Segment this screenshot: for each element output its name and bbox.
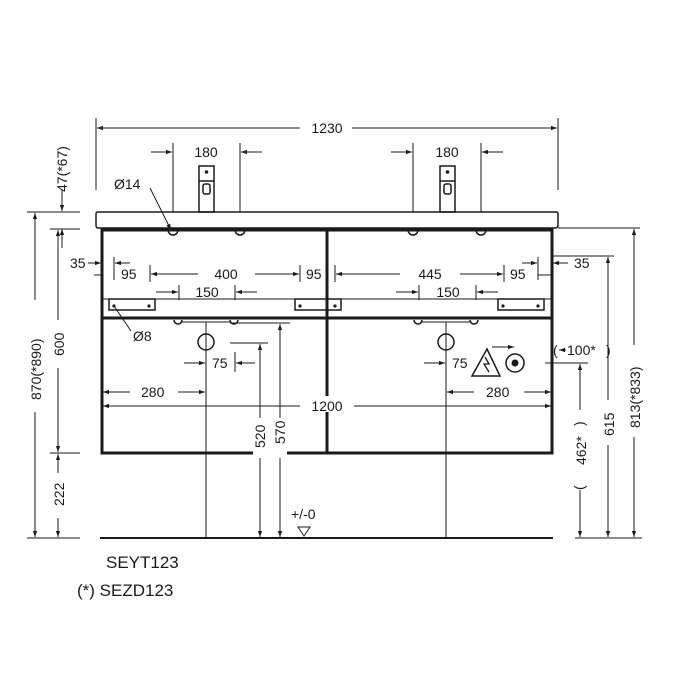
- socket-offset-label: 100*: [567, 342, 596, 358]
- dim-drain-heights: 520 570: [230, 322, 290, 537]
- fixing-hole-callout: Ø8: [113, 305, 152, 344]
- dim-bracket-spacing-right: 150: [396, 284, 498, 300]
- tap-hole-callout: Ø14: [114, 176, 172, 231]
- dim-drain-offset-right: 75: [424, 355, 468, 371]
- svg-text:): ): [571, 421, 587, 426]
- bracket-offset-left-a-label: 95: [121, 266, 137, 282]
- dim-cabinet-height: 600: [50, 228, 80, 454]
- drain-height-b-label: 570: [272, 420, 288, 444]
- bracket-offset-left-b-label: 95: [306, 266, 322, 282]
- floor-level-label: +/-0: [291, 506, 316, 522]
- dim-tap-spacing-right: 180: [391, 143, 503, 212]
- bracket-spacing-left-label: 150: [195, 284, 219, 300]
- fixing-hole-diameter-label: Ø8: [133, 328, 152, 344]
- model-primary-label: SEYT123: [106, 553, 179, 572]
- dim-leg-clearance: 222: [51, 454, 67, 537]
- dim-socket-offset: ( 100* ): [553, 342, 611, 358]
- dim-813-label: 813(*833): [627, 367, 643, 429]
- dim-tap-spacing-left: 180: [151, 143, 262, 212]
- dim-drain-to-edge-right: 280: [447, 384, 551, 400]
- dim-bracket-row-right: 445 95 35: [336, 255, 590, 282]
- cabinet-width-label: 1200: [311, 398, 342, 414]
- tap-hole-diameter-label: Ø14: [114, 176, 141, 192]
- dim-bracket-row-left: 35 95 400 95: [70, 255, 336, 282]
- countertop-height-label: 47(*67): [54, 146, 70, 192]
- model-alternate-label: (*) SEZD123: [77, 581, 173, 600]
- floor-level-marker: +/-0: [291, 506, 316, 537]
- dim-drain-to-edge-left: 280: [103, 384, 205, 400]
- cabinet-height-label: 600: [51, 332, 67, 356]
- dim-615-label: 615: [601, 412, 617, 436]
- electrical-warning-icon: [470, 344, 514, 377]
- drain-height-a-label: 520: [252, 424, 268, 448]
- leg-clearance-label: 222: [51, 482, 67, 506]
- tap-spacing-right-label: 180: [435, 144, 459, 160]
- drain-to-edge-left-label: 280: [141, 384, 165, 400]
- dim-drain-offset-left: 75: [184, 352, 255, 372]
- dim-615: 615: [552, 255, 617, 537]
- dim-socket-height: ) 462* (: [545, 362, 589, 537]
- countertop: [95, 211, 559, 231]
- tap-spacing-left-label: 180: [194, 144, 218, 160]
- bracket-span-left-label: 400: [214, 266, 238, 282]
- dim-813: 813(*833): [558, 227, 643, 539]
- bracket-offset-right-label: 95: [510, 266, 526, 282]
- bracket-span-right-label: 445: [418, 266, 442, 282]
- dim-countertop-height: 47(*67): [27, 146, 80, 248]
- total-height-label: 870(*890): [28, 339, 44, 401]
- faucet-right: [439, 165, 456, 213]
- dim-bracket-spacing-left: 150: [156, 284, 257, 300]
- dim-total-height: 870(*890): [27, 213, 80, 539]
- dim-overall-width: 1230: [95, 118, 559, 190]
- svg-text:(: (: [553, 342, 558, 358]
- drain-to-edge-right-label: 280: [486, 384, 510, 400]
- socket-icon: [505, 353, 525, 373]
- socket-height-label: 462*: [573, 436, 589, 465]
- faucet-left: [198, 165, 215, 213]
- drain-centerlines: [205, 322, 447, 537]
- drain-offset-right-label: 75: [452, 355, 468, 371]
- dim-cabinet-width: 1200: [103, 396, 551, 414]
- bracket-spacing-right-label: 150: [436, 284, 460, 300]
- side-offset-right-label: 35: [574, 255, 590, 271]
- svg-text:(: (: [571, 485, 587, 490]
- overall-width-label: 1230: [311, 120, 342, 136]
- drain-offset-left-label: 75: [212, 355, 228, 371]
- cabinet: [100, 228, 554, 455]
- side-offset-left-label: 35: [70, 255, 86, 271]
